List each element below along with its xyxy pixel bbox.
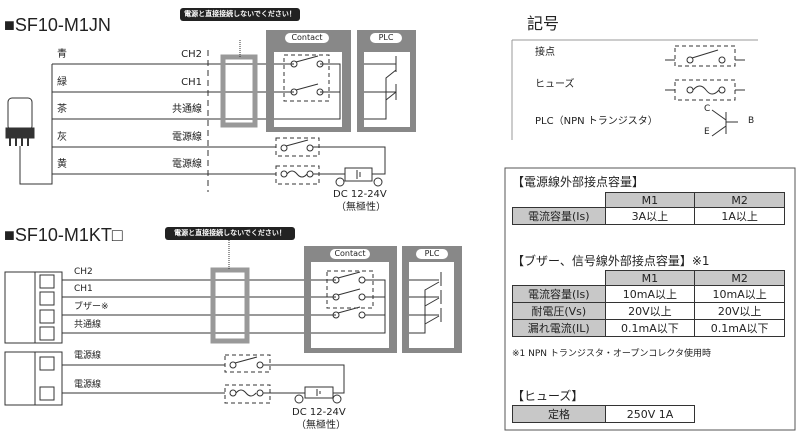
lamp-icon xyxy=(5,97,35,146)
cell: 0.1mA以下 xyxy=(694,319,785,337)
wire-label: CH2 xyxy=(74,267,93,277)
header-cell: M2 xyxy=(694,192,785,208)
legend-title: 記号 xyxy=(527,14,560,33)
emitter-label: E xyxy=(704,127,710,137)
row-label: 耐電圧(Vs) xyxy=(512,302,606,320)
legend-fuse-symbol xyxy=(665,79,745,101)
wire-color-label: 茶 xyxy=(57,104,67,115)
row-label: 漏れ電流(IL) xyxy=(512,319,606,337)
wire-signal-label: CH2 xyxy=(181,49,202,60)
diagram1-warning-banner: 電源と直接接続しないでください！ xyxy=(180,8,300,21)
cell: 0.1mA以下 xyxy=(604,319,696,337)
cell: 10mA以上 xyxy=(694,285,785,303)
dc-voltage-label: DC 12-24V xyxy=(333,189,387,200)
row-label: 電流容量(Is) xyxy=(512,285,606,303)
legend-item: PLC（NPN トランジスタ） xyxy=(535,116,658,127)
legend-contact-symbol xyxy=(665,45,745,67)
wire-signal-label: CH1 xyxy=(181,77,202,88)
row-label: 定格 xyxy=(512,405,606,423)
diagram2-contact-label: Contact xyxy=(330,249,370,259)
cell: 250V 1A xyxy=(605,405,695,423)
wire-color-label: 灰 xyxy=(57,132,67,143)
polarity-label: （無極性） xyxy=(336,202,386,213)
cell: 10mA以上 xyxy=(604,285,696,303)
legend-item: 接点 xyxy=(535,47,555,58)
wire-color-label: 緑 xyxy=(57,77,67,88)
fuse-title: 【ヒューズ】 xyxy=(512,389,584,403)
wire-signal-label: 電源線 xyxy=(172,132,202,143)
wire-label: 電源線 xyxy=(74,351,102,361)
header-cell: M2 xyxy=(694,270,785,286)
diagram2-plc-label: PLC xyxy=(416,249,448,259)
legend-item: ヒューズ xyxy=(535,79,575,90)
wire-color-label: 青 xyxy=(57,49,67,60)
header-cell: M1 xyxy=(604,192,696,208)
dc-voltage-label: DC 12-24V xyxy=(292,407,346,418)
table1-title: 【電源線外部接点容量】 xyxy=(512,175,645,189)
header-cell: M1 xyxy=(604,270,696,286)
collector-label: C xyxy=(704,104,711,114)
wire-signal-label: 共通線 xyxy=(172,104,202,115)
wire-label: 電源線 xyxy=(74,380,102,390)
cell: 20V以上 xyxy=(694,302,785,320)
wire-label: CH1 xyxy=(74,284,93,294)
legend-transistor-symbol xyxy=(711,109,738,137)
footnote: ※1 NPN トランジスタ・オープンコレクタ使用時 xyxy=(512,349,711,359)
diagram2-warning-banner: 電源と直接接続しないでください！ xyxy=(165,227,295,240)
polarity-label: （無極性） xyxy=(296,420,346,431)
wire-signal-label: 電源線 xyxy=(172,159,202,170)
wire-label: 共通線 xyxy=(74,320,102,330)
cell: 1A以上 xyxy=(694,207,785,225)
wire-label: ブザー※ xyxy=(74,302,109,312)
cell: 20V以上 xyxy=(604,302,696,320)
table2-title: 【ブザー、信号線外部接点容量】※1 xyxy=(512,254,710,268)
cell: 3A以上 xyxy=(604,207,696,225)
diagram1-contact-label: Contact xyxy=(285,33,329,43)
base-label: B xyxy=(748,116,755,126)
wire-color-label: 黄 xyxy=(57,159,67,170)
diagram1-plc-label: PLC xyxy=(370,33,402,43)
diagram2-title: ■SF10-M1KT□ xyxy=(4,225,123,245)
diagram1-title: ■SF10-M1JN xyxy=(4,15,111,35)
row-label: 電流容量(Is) xyxy=(512,207,606,225)
